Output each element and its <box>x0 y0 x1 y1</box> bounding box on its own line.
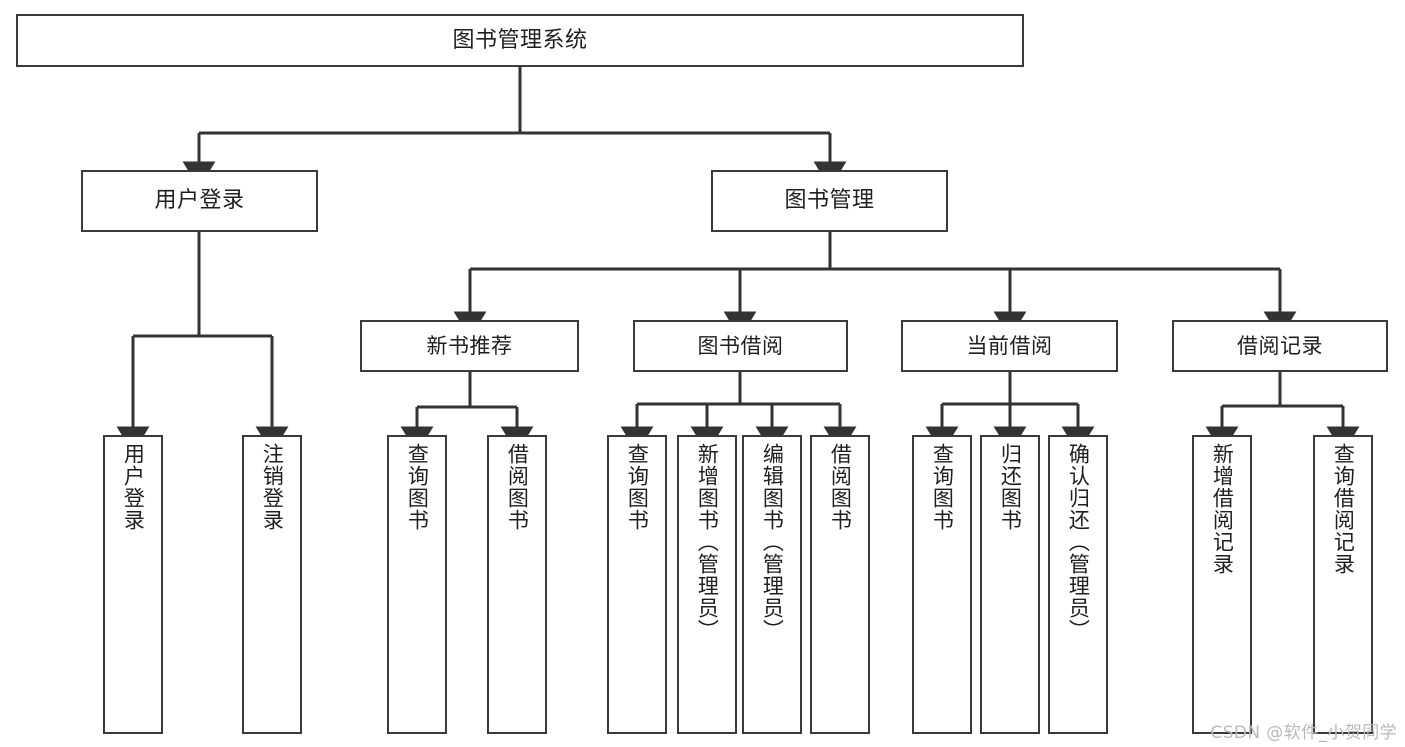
node-book-management-label: 图书管理 <box>784 188 875 214</box>
node-leaf-add-book-label: 新增图书（管理员） <box>695 443 720 641</box>
node-leaf-query-book-3-label: 查询图书 <box>930 443 955 531</box>
node-leaf-borrow-book-2[interactable]: 借阅图书 <box>810 435 870 734</box>
node-leaf-logout-login-label: 注销登录 <box>260 443 285 531</box>
node-leaf-borrow-book-2-label: 借阅图书 <box>828 443 853 531</box>
node-leaf-query-book-1[interactable]: 查询图书 <box>387 435 447 734</box>
node-leaf-query-book-1-label: 查询图书 <box>405 443 430 531</box>
node-borrow-record[interactable]: 借阅记录 <box>1172 320 1388 372</box>
node-leaf-edit-book[interactable]: 编辑图书（管理员） <box>742 435 802 734</box>
node-leaf-add-record-label: 新增借阅记录 <box>1210 443 1235 575</box>
node-leaf-query-book-2[interactable]: 查询图书 <box>607 435 667 734</box>
node-new-book-recommend[interactable]: 新书推荐 <box>360 320 579 372</box>
node-user-login[interactable]: 用户登录 <box>81 170 318 232</box>
csdn-watermark: CSDN @软件_小贺同学 <box>1210 723 1397 743</box>
node-root[interactable]: 图书管理系统 <box>16 14 1024 67</box>
node-leaf-user-login[interactable]: 用户登录 <box>103 435 163 734</box>
node-leaf-confirm-return-label: 确认归还（管理员） <box>1066 443 1091 641</box>
node-current-borrow-label: 当前借阅 <box>966 333 1053 358</box>
node-book-borrow[interactable]: 图书借阅 <box>633 320 848 372</box>
node-leaf-query-record[interactable]: 查询借阅记录 <box>1313 435 1373 734</box>
node-book-management[interactable]: 图书管理 <box>711 170 948 232</box>
node-leaf-return-book-label: 归还图书 <box>998 443 1023 531</box>
node-leaf-edit-book-label: 编辑图书（管理员） <box>760 443 785 641</box>
node-leaf-query-record-label: 查询借阅记录 <box>1331 443 1356 575</box>
node-root-label: 图书管理系统 <box>452 27 588 53</box>
node-user-login-label: 用户登录 <box>154 188 245 214</box>
node-current-borrow[interactable]: 当前借阅 <box>901 320 1118 372</box>
node-leaf-confirm-return[interactable]: 确认归还（管理员） <box>1048 435 1108 734</box>
node-leaf-add-record[interactable]: 新增借阅记录 <box>1192 435 1252 734</box>
node-leaf-query-book-2-label: 查询图书 <box>625 443 650 531</box>
node-leaf-borrow-book-1[interactable]: 借阅图书 <box>487 435 547 734</box>
node-new-book-recommend-label: 新书推荐 <box>426 333 513 358</box>
node-leaf-user-login-label: 用户登录 <box>121 443 146 531</box>
node-borrow-record-label: 借阅记录 <box>1237 333 1323 358</box>
node-leaf-query-book-3[interactable]: 查询图书 <box>912 435 972 734</box>
node-leaf-borrow-book-1-label: 借阅图书 <box>505 443 530 531</box>
node-leaf-logout-login[interactable]: 注销登录 <box>242 435 302 734</box>
node-book-borrow-label: 图书借阅 <box>697 333 784 358</box>
node-leaf-return-book[interactable]: 归还图书 <box>980 435 1040 734</box>
node-leaf-add-book[interactable]: 新增图书（管理员） <box>677 435 737 734</box>
